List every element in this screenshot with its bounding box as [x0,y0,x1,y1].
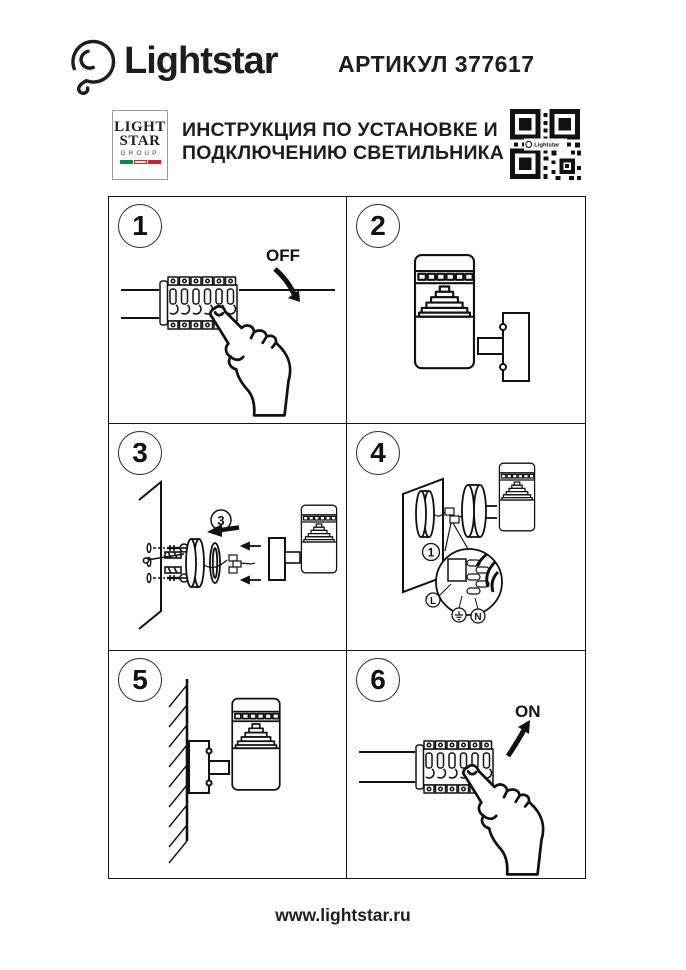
header: Lightstar АРТИКУЛ 377617 [0,0,686,106]
wall-hatching [168,684,188,864]
lightstar-bulb-logo-icon [71,39,116,95]
svg-text:L: L [430,596,436,607]
brand-wordmark: Lightstar [124,40,279,82]
step-panel-6: 6 ON [347,651,585,878]
drill-holes [146,542,165,584]
luminaire-overview-illustration [413,253,530,382]
step-number-badge: 6 [356,658,400,702]
on-arrow-icon [505,720,530,758]
instruction-steps-grid: 1 OFF 2 [108,196,586,879]
detail-leader-lines [444,522,469,552]
lamp-body-icon [413,253,476,370]
mount-arm [477,337,506,355]
ground-symbol-icon [451,595,467,623]
qr-bulb-icon [525,140,533,148]
lamp-body-icon [231,697,281,791]
terminal-block-detail [447,552,500,595]
website-url: www.lightstar.ru [275,905,411,925]
step-number-badge: 3 [118,431,162,475]
hand-icon [461,763,545,876]
wall-plane [138,479,162,630]
step-number-badge: 1 [118,204,162,248]
wall-plate [502,312,530,382]
wall-plate [188,740,210,794]
italian-flag-stripe [113,160,167,164]
bracket [268,537,286,581]
mounted-luminaire-illustration [168,679,281,864]
wire-connector [203,554,256,574]
panel-edge-lines [121,289,335,319]
qr-code: Lightstar [509,108,582,181]
svg-text:3: 3 [217,513,224,528]
off-arrow-icon [273,267,300,302]
wiring-connection-illustration: 1 L N [402,462,536,624]
qr-logo-chip [523,138,568,151]
step-panel-1: 1 OFF [109,197,347,424]
panel-edge-lines [359,751,415,783]
wire-label-n: N [470,597,486,624]
svg-text:N: N [474,612,481,623]
lamp-backplate-disc [461,484,497,538]
title-line1: ИНСТРУКЦИЯ ПО УСТАНОВКЕ И [182,119,498,141]
document-title: ИНСТРУКЦИЯ ПО УСТАНОВКЕ И ПОДКЛЮЧЕНИЮ СВ… [182,119,512,165]
group-logo-line3: GROUP [120,150,160,157]
qr-label: Lightstar [534,143,560,149]
wire-label-l: L [425,583,452,608]
wall-mounting-illustration: 3 [138,479,338,630]
step-number-badge: 4 [356,431,400,475]
hand-icon [208,304,292,417]
on-label: ON [515,702,541,721]
power-on-illustration: ON [359,702,545,876]
wall-disc [415,490,435,538]
lamp-body-icon [498,462,536,532]
group-logo-line2: STAR [119,133,161,149]
callout-1-marker: 1 [421,542,441,562]
off-label: OFF [266,246,300,265]
step-panel-4: 4 [347,424,585,651]
mount-arm [208,760,230,775]
mounting-discs [185,538,221,588]
screws-and-anchors [142,543,189,583]
title-line2: ПОДКЛЮЧЕНИЮ СВЕТИЛЬНИКА [182,142,505,164]
lamp-body-icon [300,504,338,574]
lightstar-group-logo: LIGHT STAR GROUP [112,110,168,180]
step3-marker: 3 [207,509,240,537]
step-number-badge: 2 [356,204,400,248]
svg-text:1: 1 [428,546,435,560]
arm [284,551,301,564]
fixing-screws [239,541,261,585]
article-number: АРТИКУЛ 377617 [338,51,535,77]
power-off-illustration: OFF [121,246,335,417]
step-panel-5: 5 [109,651,347,878]
step-panel-2: 2 [347,197,585,424]
step-number-badge: 5 [118,658,162,702]
group-logo-line1: LIGHT [114,119,166,135]
step-panel-3: 3 [109,424,347,651]
